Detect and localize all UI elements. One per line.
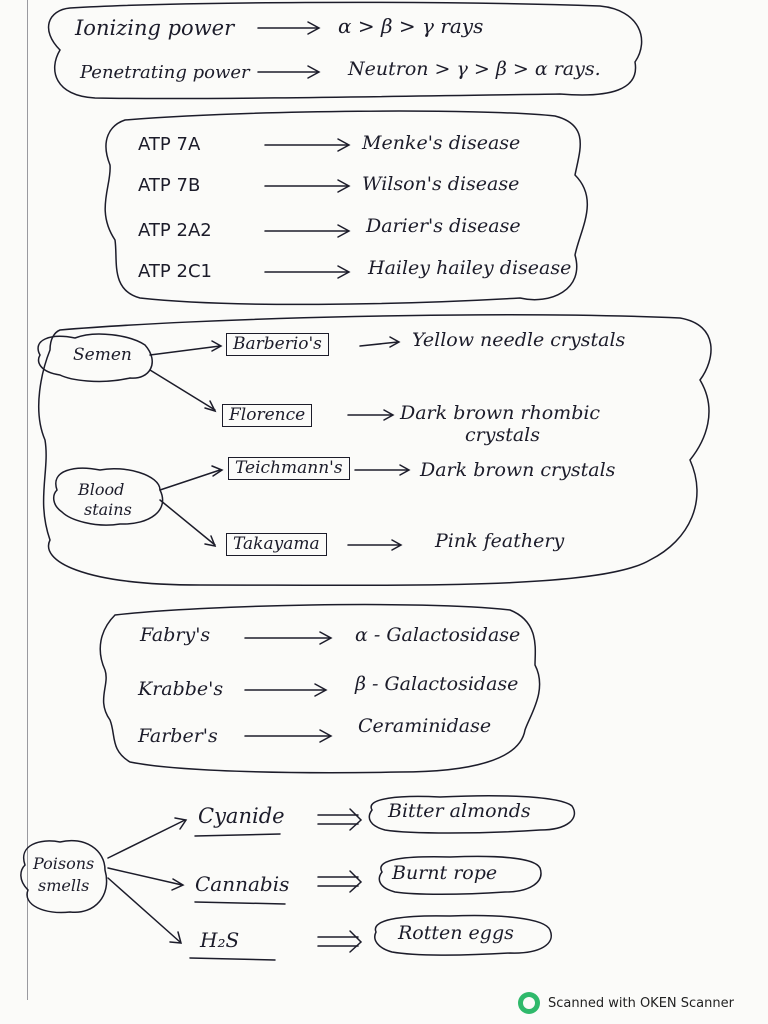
- poisons-label-line-1: Poisons: [33, 854, 95, 873]
- barberio-result: Yellow needle crystals: [412, 329, 626, 351]
- radiation-arrows: [257, 21, 321, 79]
- enzyme-name-1: α - Galactosidase: [355, 624, 521, 646]
- takayama-result: Pink feathery: [435, 530, 565, 552]
- ionizing-power-order: α > β > γ rays: [338, 14, 484, 38]
- poison-name-1: Cyanide: [198, 804, 285, 828]
- atp-gene-3: ATP 2A2: [138, 220, 212, 241]
- barberio-test: Barberio's: [226, 333, 329, 356]
- blood-stains-label-line-2: stains: [84, 500, 132, 519]
- teichmann-test: Teichmann's: [228, 457, 350, 480]
- crystals-connectors: [37, 333, 411, 551]
- florence-result-line-1: Dark brown rhombic: [400, 402, 601, 424]
- atp-disease-4: Hailey hailey disease: [368, 257, 572, 279]
- enzymes-arrows: [244, 631, 333, 743]
- enzymes-cloud: [99, 603, 541, 774]
- atp-gene-4: ATP 2C1: [138, 261, 212, 282]
- atp-disease-1: Menke's disease: [362, 132, 521, 154]
- semen-label: Semen: [73, 345, 132, 365]
- enzyme-name-3: Ceraminidase: [358, 715, 492, 737]
- poisons-group: [20, 794, 576, 961]
- margin-line: [27, 0, 28, 1000]
- radiation-cloud: [47, 1, 643, 100]
- poison-smell-3: Rotten eggs: [398, 922, 514, 944]
- enzyme-disease-1: Fabry's: [140, 624, 211, 646]
- florence-test: Florence: [222, 404, 313, 427]
- teichmann-result: Dark brown crystals: [420, 459, 616, 481]
- crystals-cloud: [38, 314, 712, 587]
- atp-cloud: [104, 110, 588, 306]
- penetrating-power-label: Penetrating power: [80, 62, 250, 83]
- poison-smell-2: Burnt rope: [392, 862, 498, 884]
- oken-scanner-logo-icon: [518, 992, 540, 1014]
- poison-smell-1: Bitter almonds: [388, 800, 531, 822]
- atp-gene-1: ATP 7A: [138, 134, 201, 155]
- poison-name-2: Cannabis: [195, 872, 290, 896]
- ionizing-power-label: Ionizing power: [75, 16, 235, 40]
- atp-gene-2: ATP 7B: [138, 175, 201, 196]
- enzyme-name-2: β - Galactosidase: [355, 673, 519, 695]
- penetrating-power-order: Neutron > γ > β > α rays.: [348, 58, 601, 80]
- takayama-test: Takayama: [226, 533, 327, 556]
- atp-disease-3: Darier's disease: [366, 215, 521, 237]
- atp-disease-2: Wilson's disease: [362, 173, 520, 195]
- atp-arrows: [264, 138, 351, 279]
- scanner-watermark-text: Scanned with OKEN Scanner: [548, 995, 734, 1011]
- enzyme-disease-2: Krabbe's: [138, 678, 224, 700]
- poisons-label-line-2: smells: [38, 876, 90, 895]
- scanner-watermark: Scanned with OKEN Scanner: [518, 992, 734, 1014]
- blood-stains-label-line-1: Blood: [78, 480, 125, 499]
- poison-name-3: H₂S: [200, 928, 240, 952]
- enzyme-disease-3: Farber's: [138, 725, 218, 747]
- florence-result-line-2: crystals: [465, 424, 540, 446]
